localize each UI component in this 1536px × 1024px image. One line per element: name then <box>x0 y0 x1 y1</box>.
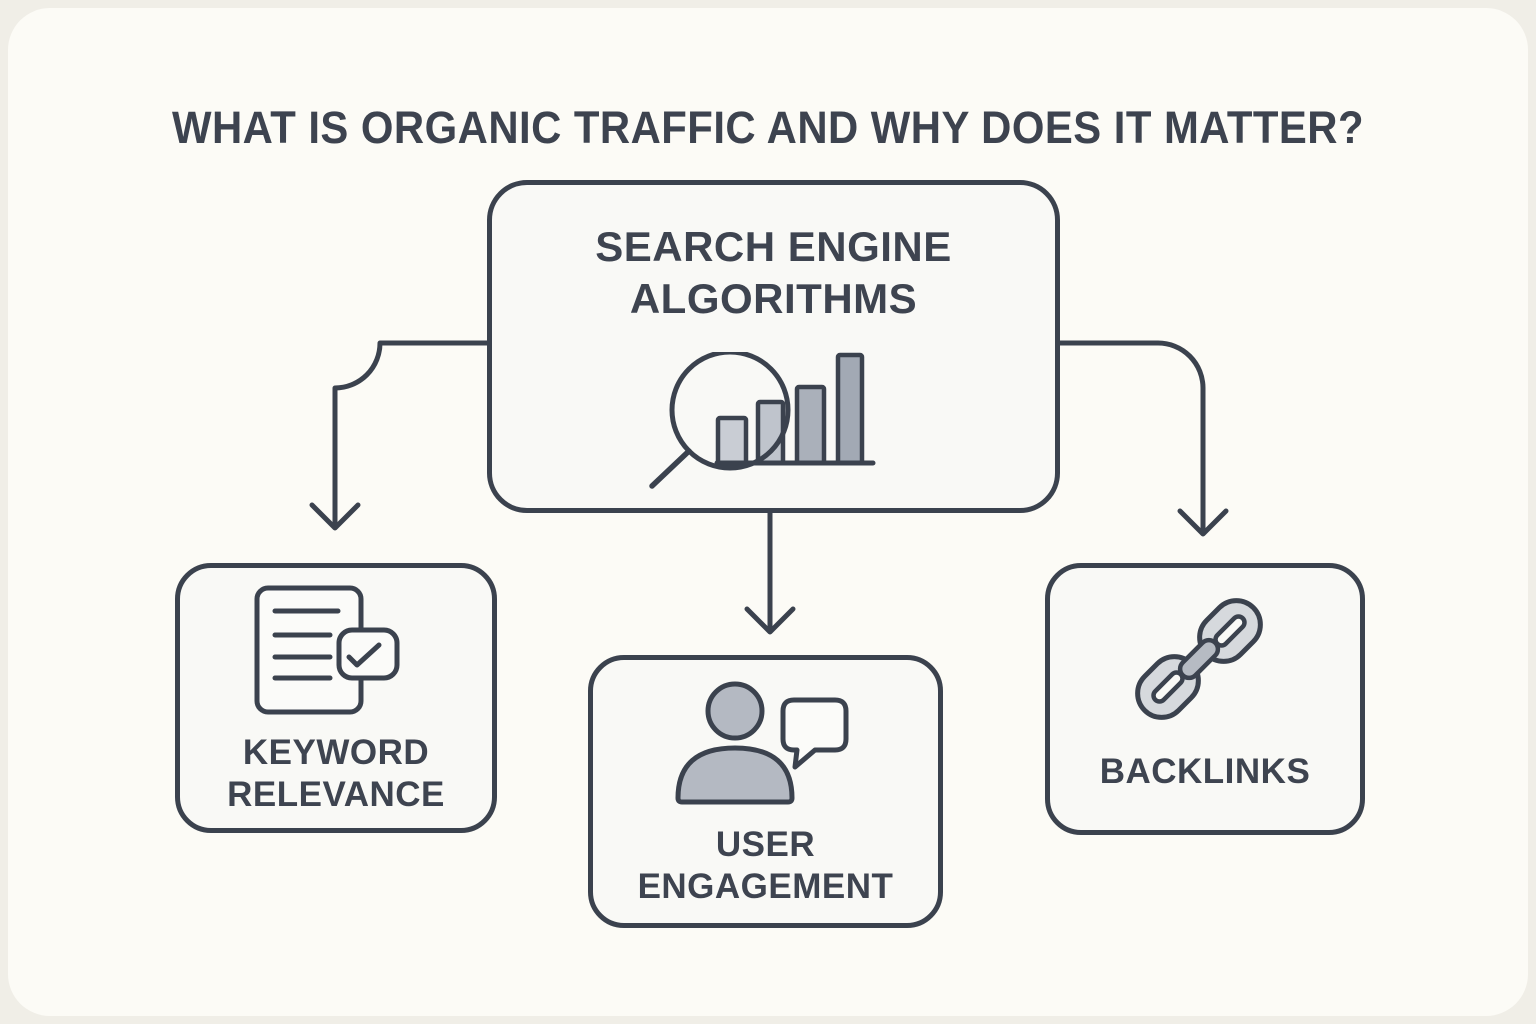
node-label-line: KEYWORD <box>242 733 430 772</box>
node-search-engine-algorithms: SEARCH ENGINE ALGORITHMS <box>487 180 1060 513</box>
node-label-line: USER <box>715 825 816 864</box>
node-label: USER ENGAGEMENT <box>593 824 938 908</box>
node-label-line: ENGAGEMENT <box>637 867 894 906</box>
chain-link-icon <box>1135 598 1263 720</box>
magnifier-bar-chart-icon <box>649 352 876 489</box>
node-keyword-relevance: KEYWORD RELEVANCE <box>175 563 497 833</box>
node-label-line: RELEVANCE <box>227 775 445 814</box>
node-backlinks: BACKLINKS <box>1045 563 1365 835</box>
page-title: WHAT IS ORGANIC TRAFFIC AND WHY DOES IT … <box>171 102 1365 154</box>
document-checklist-icon <box>254 585 400 715</box>
node-label-line: ALGORITHMS <box>629 275 918 322</box>
person-speech-bubble-icon <box>675 681 849 805</box>
node-label: KEYWORD RELEVANCE <box>180 732 492 816</box>
node-label-line: SEARCH ENGINE <box>595 223 952 270</box>
node-label: SEARCH ENGINE ALGORITHMS <box>492 221 1055 325</box>
node-user-engagement: USER ENGAGEMENT <box>588 655 943 928</box>
node-label-line: BACKLINKS <box>1099 752 1311 791</box>
node-label: BACKLINKS <box>1050 751 1360 793</box>
